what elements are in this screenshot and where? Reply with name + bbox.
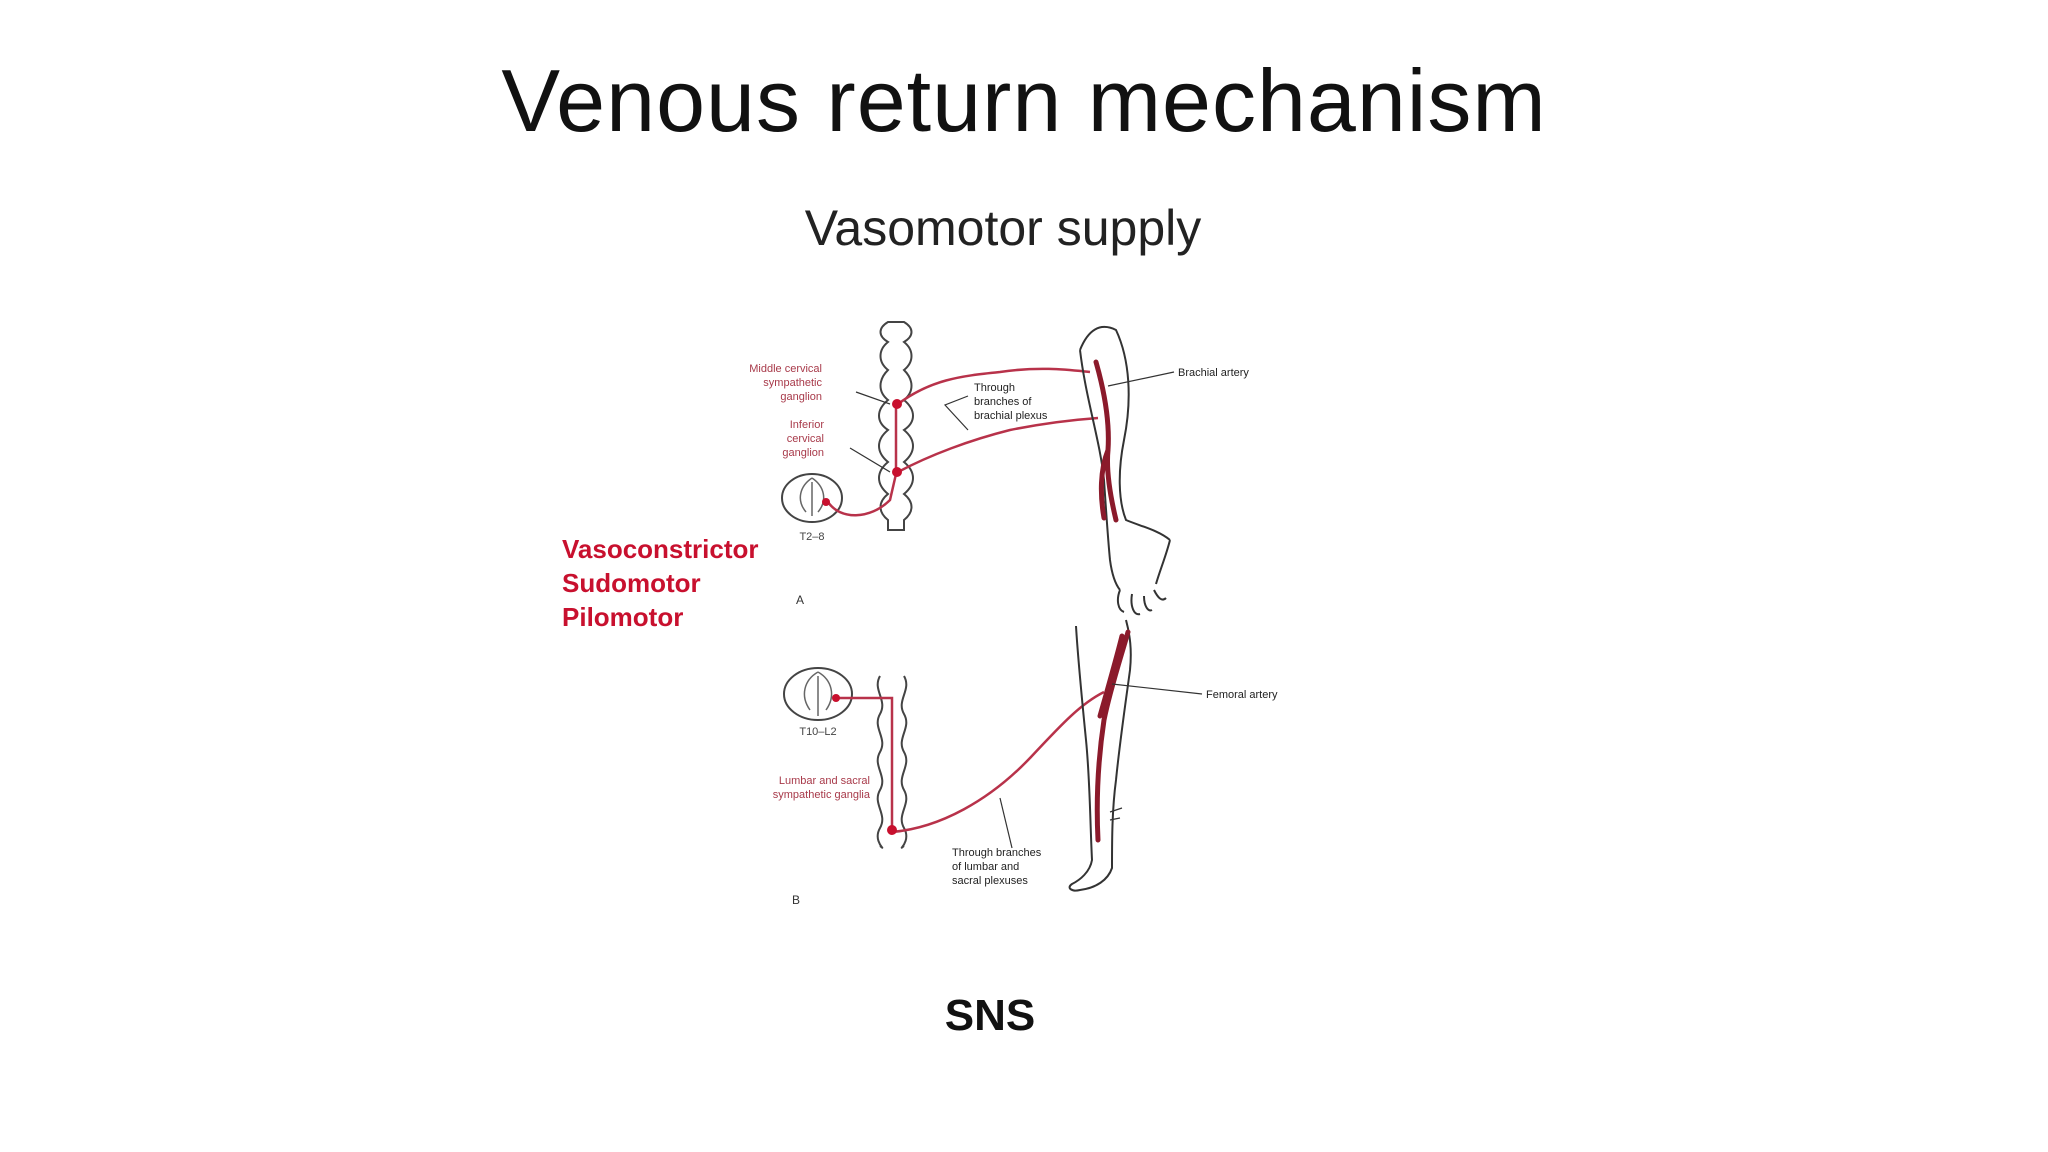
label-segment-a: T2–8 (799, 531, 824, 543)
panel-a-letter: A (796, 593, 804, 607)
panel-a: Middle cervical sympathetic ganglion Inf… (749, 321, 1249, 616)
arm-outline (1079, 325, 1171, 616)
nerve-path-a-lower (897, 416, 1099, 474)
label-middle-cervical-3: ganglion (780, 391, 822, 403)
function-pilomotor: Pilomotor (562, 602, 683, 632)
footer-label: SNS (944, 991, 1036, 1040)
leg-inner-line (1109, 807, 1123, 821)
ganglion-dot-a1 (892, 399, 902, 409)
panel-b: T10–L2 Lumbar and sacral sympathetic gan… (773, 619, 1278, 907)
label-plexus-b-2: of lumbar and (952, 861, 1019, 873)
label-plexus-b-1: Through branches (952, 847, 1042, 859)
label-brachial-artery: Brachial artery (1178, 367, 1249, 379)
label-ganglia-b-2: sympathetic ganglia (773, 789, 871, 801)
cord-dot-b (832, 694, 840, 702)
label-plexus-b-3: sacral plexuses (952, 875, 1028, 887)
label-femoral-artery: Femoral artery (1206, 689, 1278, 701)
function-sudomotor: Sudomotor (562, 568, 701, 598)
brachial-artery (1093, 359, 1119, 523)
label-middle-cervical-2: sympathetic (763, 377, 822, 389)
nerve-path-b (836, 690, 1105, 834)
label-plexus-a-1: Through (974, 382, 1015, 394)
nerve-path-a-upper (897, 367, 1091, 406)
label-inferior-cervical-3: ganglion (782, 447, 824, 459)
ganglion-dot-b (887, 825, 897, 835)
nerve-path-a-preganglionic (826, 402, 898, 517)
function-list: Vasoconstrictor Sudomotor Pilomotor (562, 534, 759, 632)
leg-outline (1068, 619, 1132, 892)
spinal-cord-b (783, 667, 853, 721)
cord-dot-a (822, 498, 830, 506)
label-plexus-a-3: brachial plexus (974, 410, 1048, 422)
label-inferior-cervical-1: Inferior (790, 419, 825, 431)
femoral-artery (1094, 629, 1131, 843)
figure-heading: Vasomotor supply (805, 200, 1201, 256)
spinal-cord-a (781, 473, 843, 523)
label-plexus-a-2: branches of (974, 396, 1032, 408)
function-vasoconstrictor: Vasoconstrictor (562, 534, 759, 564)
label-ganglia-b-1: Lumbar and sacral (779, 775, 870, 787)
label-middle-cervical-1: Middle cervical (749, 363, 822, 375)
ganglion-dot-a2 (892, 467, 902, 477)
slide-title: Venous return mechanism (501, 51, 1547, 150)
label-inferior-cervical-2: cervical (787, 433, 824, 445)
label-segment-b: T10–L2 (799, 726, 836, 738)
panel-b-letter: B (792, 893, 800, 907)
